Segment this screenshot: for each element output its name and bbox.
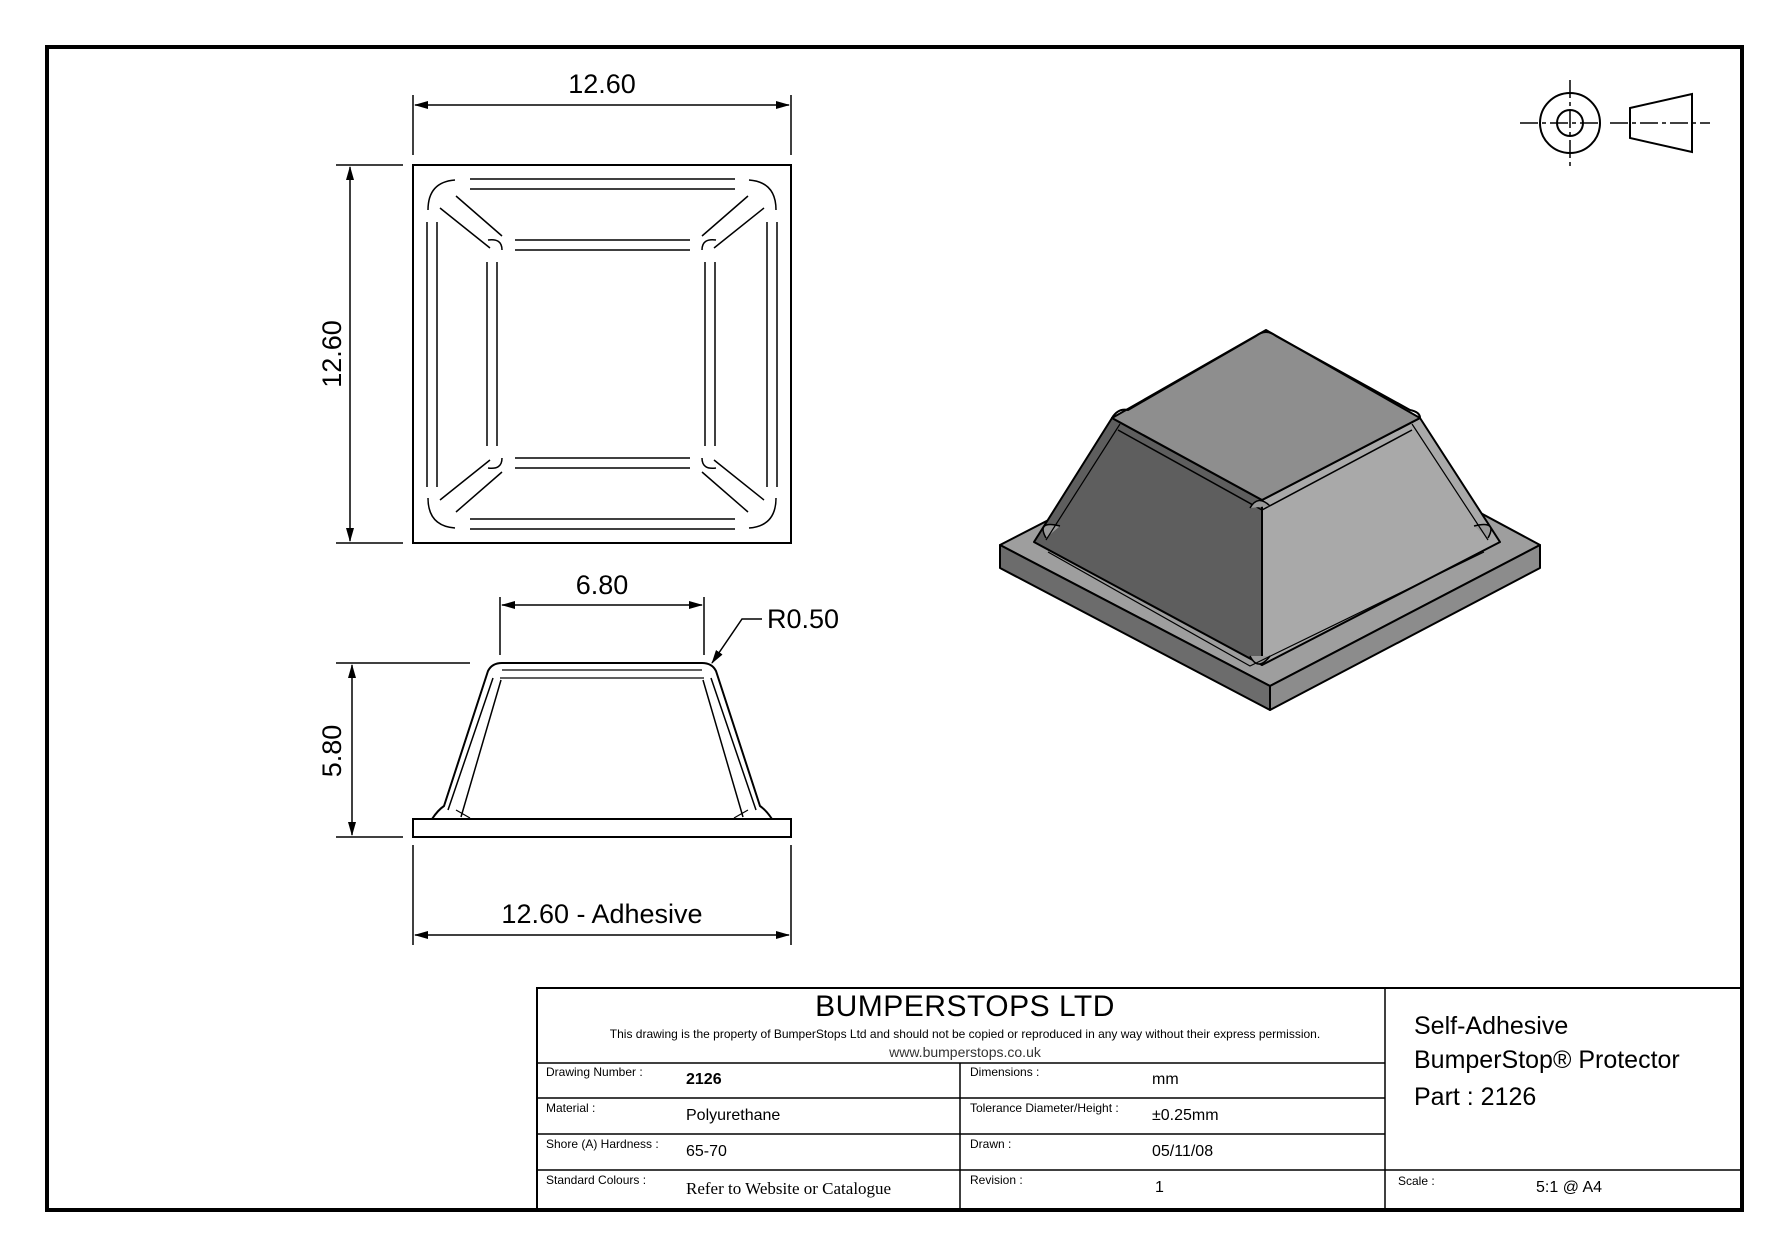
colours-label: Standard Colours :	[546, 1173, 647, 1187]
side-top-width-label: 6.80	[576, 570, 629, 600]
hardness-label: Shore (A) Hardness :	[546, 1137, 659, 1151]
scale-value: 5:1 @ A4	[1536, 1179, 1603, 1196]
drawn-value: 05/11/08	[1152, 1143, 1214, 1160]
material-value: Polyurethane	[686, 1107, 781, 1124]
drawn-label: Drawn :	[970, 1137, 1012, 1151]
third-angle-projection-icon	[1520, 80, 1710, 166]
dimensions-label: Dimensions :	[970, 1065, 1040, 1079]
top-view-dimensions	[336, 95, 792, 544]
side-height-label: 5.80	[317, 725, 347, 778]
top-width-label: 12.60	[568, 69, 636, 99]
drawing-number-label: Drawing Number :	[546, 1065, 643, 1079]
company-name: BUMPERSTOPS LTD	[815, 990, 1115, 1023]
radius-label: R0.50	[767, 604, 839, 634]
top-height-label: 12.60	[317, 320, 347, 388]
side-view-dimensions	[336, 597, 792, 945]
revision-value: 1	[1155, 1179, 1164, 1196]
title-block-grid	[536, 987, 1743, 1211]
title-line-1: Self-Adhesive	[1414, 1012, 1569, 1040]
scale-label: Scale :	[1398, 1174, 1435, 1188]
tolerance-label: Tolerance Diameter/Height :	[970, 1101, 1119, 1115]
title-line-2: BumperStop® Protector	[1414, 1046, 1680, 1074]
colours-value: Refer to Website or Catalogue	[686, 1179, 892, 1198]
top-view	[412, 164, 792, 544]
tolerance-value: ±0.25mm	[1152, 1107, 1219, 1124]
dimensions-value: mm	[1152, 1071, 1179, 1088]
website-link[interactable]: www.bumperstops.co.uk	[889, 1044, 1041, 1060]
isometric-view	[999, 329, 1541, 711]
material-label: Material :	[546, 1101, 596, 1115]
title-line-3: Part : 2126	[1414, 1083, 1537, 1111]
revision-label: Revision :	[970, 1173, 1023, 1187]
side-view	[412, 662, 792, 838]
drawing-number-value: 2126	[686, 1071, 722, 1088]
base-width-label: 12.60 - Adhesive	[501, 899, 702, 929]
property-notice: This drawing is the property of BumperSt…	[609, 1027, 1321, 1041]
hardness-value: 65-70	[686, 1143, 727, 1160]
